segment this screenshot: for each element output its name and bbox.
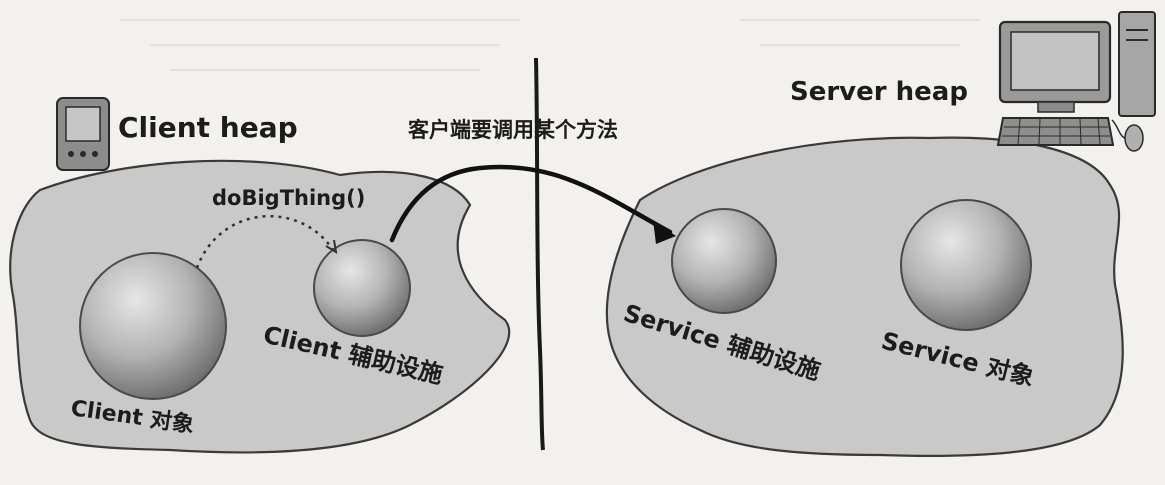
arrowhead-icon [325, 239, 338, 254]
client-object-sphere [79, 252, 227, 400]
method-call-label: doBigThing() [212, 186, 365, 210]
desktop-computer-icon [996, 11, 1156, 152]
request-arrowhead-icon [653, 220, 676, 244]
service-object-sphere [900, 199, 1032, 331]
handheld-device-icon [56, 97, 110, 171]
background-texture [120, 19, 980, 71]
request-caption: 客户端要调用某个方法 [408, 118, 618, 142]
client-helper-sphere [313, 239, 411, 337]
client-heap-label: Client heap [118, 111, 298, 144]
network-divider-line [534, 57, 545, 451]
service-helper-sphere [671, 208, 777, 314]
server-heap-blob [605, 136, 1124, 458]
request-arrow [389, 164, 673, 243]
server-heap-label: Server heap [790, 77, 968, 107]
